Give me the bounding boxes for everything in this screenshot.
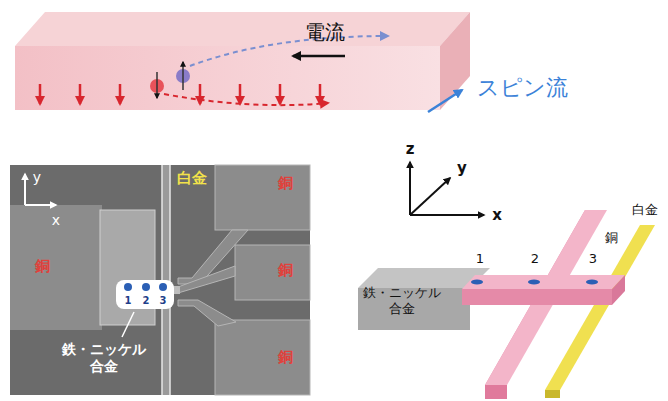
measure-points xyxy=(124,283,167,291)
axis-label: z xyxy=(406,140,415,158)
spin-arrow-down xyxy=(156,72,158,98)
callout-number: 2 xyxy=(531,251,539,267)
callout-number: 3 xyxy=(589,251,597,267)
slab-front xyxy=(15,46,440,110)
axis-label: x xyxy=(52,212,60,229)
leader-line xyxy=(122,312,134,337)
spin-current-label: スピン流 xyxy=(477,75,568,101)
material-label: 鉄・ニッケル 合金 xyxy=(59,341,149,375)
copper-electrodes xyxy=(178,165,310,395)
copper-bar-x-end xyxy=(612,275,625,305)
axis-label: y xyxy=(457,159,467,177)
measure-points-3d xyxy=(471,280,598,285)
current-label: 電流 xyxy=(305,20,345,44)
material-label: 銅 xyxy=(278,348,293,366)
copper-bar-x xyxy=(462,275,625,289)
material-label: 銅 xyxy=(278,261,293,279)
callout-number: 3 xyxy=(160,295,167,307)
magnetization-arrows xyxy=(40,84,320,104)
point-highlight xyxy=(116,280,174,309)
callout-number: 1 xyxy=(125,295,132,307)
copper-bar-x-front xyxy=(462,289,612,305)
material-label: 白金 xyxy=(632,202,658,218)
platinum-edge xyxy=(169,165,171,395)
material-label: 銅 xyxy=(35,257,50,275)
platinum-bar xyxy=(545,225,655,390)
spin-current-arrow xyxy=(428,90,462,112)
axis-label: x xyxy=(492,206,502,224)
material-label: 銅 xyxy=(605,230,618,246)
copper-pad-left xyxy=(10,205,102,330)
callout-number: 2 xyxy=(143,295,150,307)
platinum-bar-front xyxy=(545,390,560,398)
axes-3d xyxy=(410,162,484,215)
copper-bar-y-front xyxy=(485,385,507,399)
spin-path-down xyxy=(164,94,328,105)
slab-top xyxy=(15,12,470,46)
callout-number: 1 xyxy=(476,251,484,267)
spin-arrow-up xyxy=(182,62,184,90)
material-label: 白金 xyxy=(177,169,207,187)
material-label: 銅 xyxy=(278,174,293,192)
material-label: 鉄・ニッケル 合金 xyxy=(360,285,443,316)
axis-label: y xyxy=(33,169,41,186)
current-arrow xyxy=(293,55,345,58)
sem-background xyxy=(10,165,310,395)
spin-path-up xyxy=(190,36,388,66)
